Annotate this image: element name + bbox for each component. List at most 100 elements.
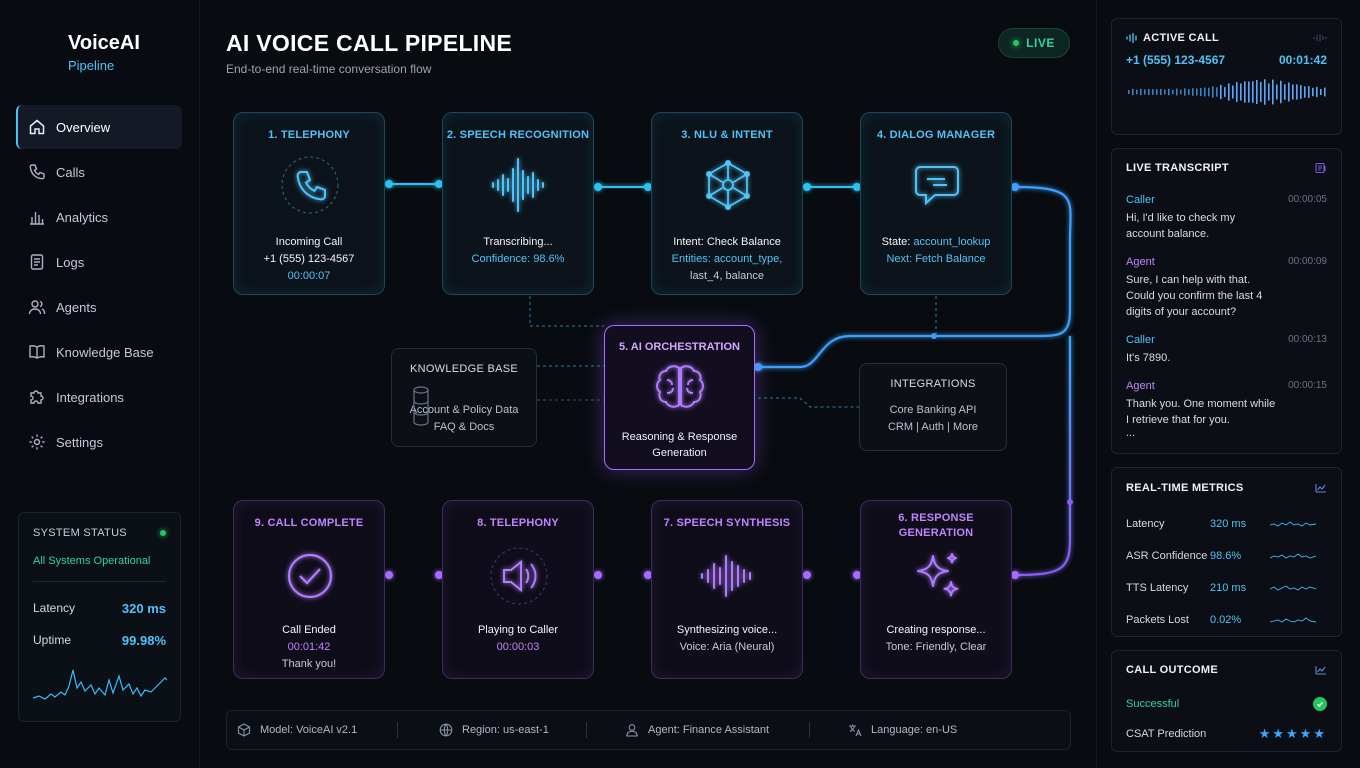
waveform-bar xyxy=(1232,85,1234,99)
realtime-metrics-card[interactable]: REAL-TIME METRICS Latency 320 ms ASR Con… xyxy=(1111,467,1342,637)
stage-call-complete[interactable]: 9. CALL COMPLETE Call Ended 00:01:42 Tha… xyxy=(233,500,385,679)
waveform-bar xyxy=(1288,82,1290,102)
document-icon xyxy=(28,253,46,271)
waveform-bar xyxy=(1264,79,1266,105)
stage-response-generation[interactable]: 6. RESPONSE GENERATION Creating response… xyxy=(860,500,1012,679)
waveform-bar xyxy=(1168,88,1170,96)
sidebar-item-logs[interactable]: Logs xyxy=(16,240,182,284)
metric-sparkline xyxy=(1270,521,1316,527)
sidebar-item-settings[interactable]: Settings xyxy=(16,420,182,464)
waveform-bar xyxy=(1304,86,1306,98)
latency-label: Latency xyxy=(33,601,76,615)
transcript-text: It's 7890. xyxy=(1126,352,1171,364)
speaker-label: Agent xyxy=(1126,256,1155,268)
call-outcome-card[interactable]: CALL OUTCOME Successful CSAT Prediction … xyxy=(1111,650,1342,752)
stage-speech-synthesis[interactable]: 7. SPEECH SYNTHESIS Synthesizing voice..… xyxy=(651,500,803,679)
sidebar-item-label: Logs xyxy=(56,254,85,270)
waveform-icon xyxy=(1126,33,1137,43)
transcript-icon xyxy=(1315,162,1326,174)
waveform-bar xyxy=(1252,81,1254,103)
metric-row: Packets Lost 0.02% xyxy=(1112,604,1341,636)
sidebar-item-label: Integrations xyxy=(56,389,124,405)
stage-title: 3. NLU & INTENT xyxy=(681,129,773,141)
stage-nlu-intent[interactable]: 3. NLU & INTENT Intent: Check Balance En… xyxy=(651,112,803,295)
waveform-bar xyxy=(1256,79,1258,105)
translate-icon xyxy=(849,724,862,737)
stage-ai-orchestration[interactable]: 5. AI ORCHESTRATION Reasoning & Response… xyxy=(604,325,755,470)
stage-title: 7. SPEECH SYNTHESIS xyxy=(663,517,791,529)
uptime-label: Uptime xyxy=(33,633,72,647)
knowledge-base-title: KNOWLEDGE BASE xyxy=(409,363,519,375)
sidebar-item-agents[interactable]: Agents xyxy=(16,285,182,329)
integrations-title: INTEGRATIONS xyxy=(890,378,976,390)
stage-dialog-manager[interactable]: 4. DIALOG MANAGER State: account_lookup … xyxy=(860,112,1012,295)
call-outcome-title: CALL OUTCOME xyxy=(1126,664,1219,676)
agent-label: Agent: Finance Assistant xyxy=(648,724,770,736)
sidebar-item-knowledge-base[interactable]: Knowledge Base xyxy=(16,330,182,374)
sidebar-item-integrations[interactable]: Integrations xyxy=(16,375,182,419)
integrations-box[interactable]: INTEGRATIONS Core Banking API CRM | Auth… xyxy=(859,363,1007,451)
home-icon xyxy=(28,118,46,136)
metric-row: TTS Latency 210 ms xyxy=(1112,572,1341,604)
metric-label: ASR Confidence xyxy=(1126,550,1208,562)
waveform-bar xyxy=(1132,88,1134,96)
sidebar-nav: Overview Calls Analytics Logs Agents Kno… xyxy=(16,105,182,465)
knowledge-base-line2: FAQ & Docs xyxy=(433,421,495,433)
active-call-title: ACTIVE CALL xyxy=(1143,32,1220,44)
metric-label: Packets Lost xyxy=(1126,614,1189,626)
waveform-bar xyxy=(1192,88,1194,96)
waveform-bar xyxy=(1312,87,1314,97)
live-badge[interactable]: LIVE xyxy=(998,28,1070,58)
phone-icon xyxy=(281,156,339,214)
globe-icon xyxy=(439,723,453,737)
knowledge-base-line1: Account & Policy Data xyxy=(409,404,519,416)
model-info: Model: VoiceAI v2.1 xyxy=(227,723,397,737)
brain-icon xyxy=(656,365,704,408)
agent-info: Agent: Finance Assistant xyxy=(587,723,809,737)
line-chart-icon xyxy=(1315,484,1326,493)
timestamp: 00:00:09 xyxy=(1288,256,1327,267)
waveform-bar xyxy=(1220,84,1222,100)
stage-status: Call Ended xyxy=(282,624,336,636)
outcome-status: Successful xyxy=(1126,698,1180,710)
sidebar-item-calls[interactable]: Calls xyxy=(16,150,182,194)
region-info: Region: us-east-1 xyxy=(398,723,586,737)
stage-status: Creating response... xyxy=(886,624,986,636)
audio-level-icon xyxy=(1313,34,1327,42)
waveform-bar xyxy=(1244,81,1246,103)
waveform-bar xyxy=(1228,83,1230,101)
state-label: State: xyxy=(881,236,914,248)
audio-waveform xyxy=(1128,79,1326,105)
timestamp: 00:00:13 xyxy=(1288,334,1327,345)
waveform-bar xyxy=(1268,83,1270,101)
transcript-text: Thank you. One moment while I retrieve t… xyxy=(1126,398,1276,426)
transcript-more: ... xyxy=(1126,427,1136,439)
timestamp: 00:00:15 xyxy=(1288,380,1327,391)
active-call-card[interactable]: ACTIVE CALL +1 (555) 123-4567 00:01:42 xyxy=(1111,18,1342,135)
metric-value: 0.02% xyxy=(1210,614,1242,626)
waveform-bar xyxy=(1260,81,1262,103)
stage-speech-recognition[interactable]: 2. SPEECH RECOGNITION Transcribing... Co… xyxy=(442,112,594,295)
waveform-bar xyxy=(1160,88,1162,96)
waveform-icon xyxy=(492,158,544,212)
waveform-bar xyxy=(1236,82,1238,102)
metric-value: 320 ms xyxy=(1210,518,1247,530)
stage-telephony-incoming[interactable]: 1. TELEPHONY Incoming Call +1 (555) 123-… xyxy=(233,112,385,295)
sidebar-item-label: Calls xyxy=(56,164,85,180)
waveform-bar xyxy=(1204,87,1206,97)
stage-telephony-playback[interactable]: 8. TELEPHONY Playing to Caller 00:00:03 xyxy=(442,500,594,679)
brand[interactable]: VoiceAI Pipeline xyxy=(18,30,140,76)
system-status-card: SYSTEM STATUS All Systems Operational La… xyxy=(18,512,181,722)
waveform-bar xyxy=(1296,84,1298,100)
sidebar-item-overview[interactable]: Overview xyxy=(16,105,182,149)
waveform-bar xyxy=(1324,87,1326,97)
metric-label: Latency xyxy=(1126,518,1165,530)
waveform-bar xyxy=(1208,87,1210,97)
knowledge-base-box[interactable]: KNOWLEDGE BASE Account & Policy Data FAQ… xyxy=(391,348,537,447)
active-call-number: +1 (555) 123-4567 xyxy=(1126,53,1226,67)
waveform-bar xyxy=(1144,89,1146,95)
cube-icon xyxy=(237,723,251,737)
sidebar-item-analytics[interactable]: Analytics xyxy=(16,195,182,239)
waveform-bar xyxy=(1272,79,1274,105)
